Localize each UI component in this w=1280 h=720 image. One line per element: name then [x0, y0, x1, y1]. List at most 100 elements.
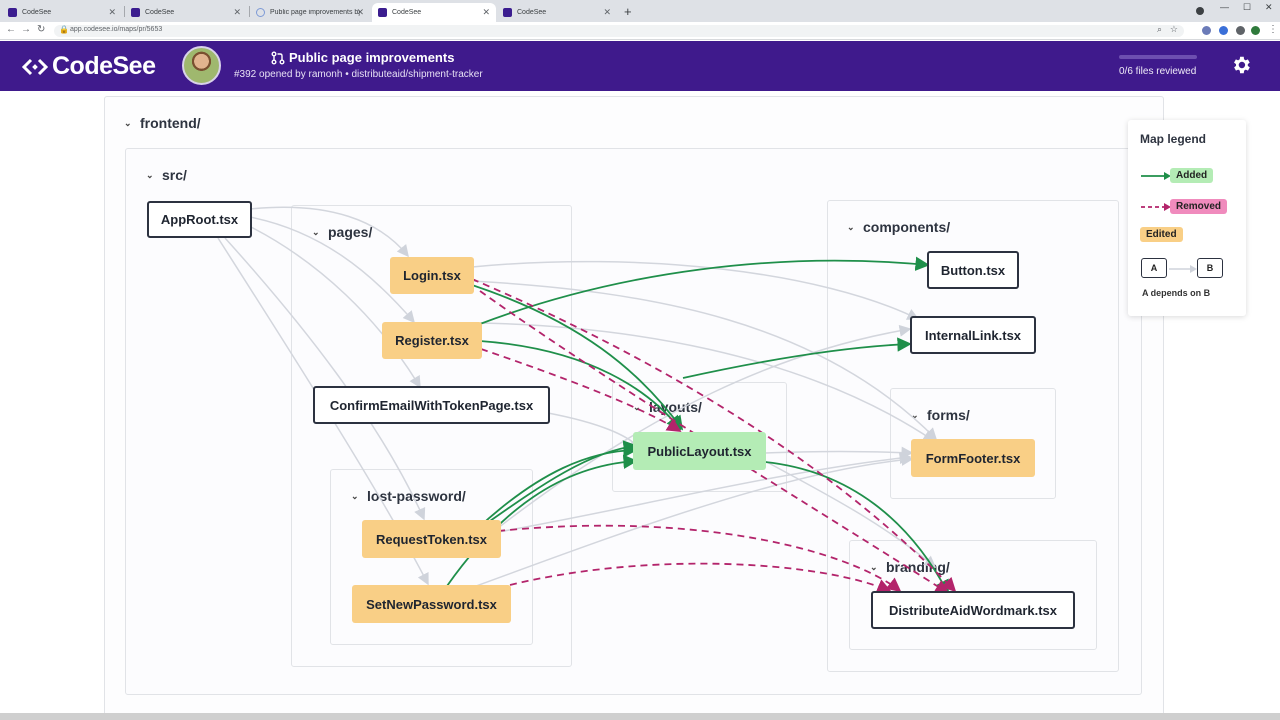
legend-added-arrow-icon [1141, 172, 1171, 180]
legend-node-b: B [1197, 258, 1223, 278]
folder-label-forms[interactable]: ⌄forms/ [911, 407, 970, 423]
file-node-approot[interactable]: AppRoot.tsx [147, 201, 252, 238]
chevron-down-icon[interactable]: ⌄ [124, 117, 132, 128]
extension-icon[interactable] [1202, 26, 1211, 35]
edge-added [471, 284, 684, 431]
kebab-menu-icon[interactable]: ⋮ [1268, 24, 1278, 35]
file-node-internal-link[interactable]: InternalLink.tsx [910, 316, 1036, 354]
edge-added [764, 461, 949, 595]
file-node-login[interactable]: Login.tsx [390, 257, 474, 294]
edge-neutral [471, 280, 938, 441]
codesee-logo[interactable]: CodeSee [22, 52, 156, 81]
edge-added [446, 454, 638, 587]
browser-tab[interactable]: Public page improvements by ra... ✕ [250, 3, 370, 22]
codesee-favicon-icon [378, 8, 387, 17]
chevron-down-icon[interactable]: ⌄ [312, 226, 320, 237]
extension-icon[interactable] [1219, 26, 1228, 35]
edge-neutral [479, 322, 936, 442]
folder-label-lost-password[interactable]: ⌄lost-password/ [351, 488, 466, 504]
close-tab-icon[interactable]: ✕ [233, 7, 241, 17]
edge-removed [471, 278, 957, 593]
puzzle-extensions-icon[interactable] [1236, 26, 1245, 35]
file-node-form-footer[interactable]: FormFooter.tsx [911, 439, 1035, 477]
tab-search-icon[interactable] [1196, 7, 1204, 15]
brand-name: CodeSee [52, 52, 156, 80]
legend-removed-arrow-icon [1141, 203, 1171, 211]
edge-neutral [224, 237, 426, 521]
legend-node-a: A [1141, 258, 1167, 278]
maximize-icon[interactable]: ☐ [1243, 2, 1252, 12]
tab-title: CodeSee [145, 9, 175, 16]
tab-title: CodeSee [392, 9, 422, 16]
chevron-down-icon[interactable]: ⌄ [146, 169, 154, 180]
chevron-down-icon[interactable]: ⌄ [847, 221, 855, 232]
pull-request-icon [271, 51, 285, 64]
avatar[interactable] [182, 46, 221, 85]
edge-added [477, 443, 638, 529]
legend-edited-tag: Edited [1140, 227, 1183, 242]
edge-neutral [764, 460, 937, 568]
legend-depends-arrow-icon [1169, 265, 1197, 273]
minimize-icon[interactable]: — [1220, 2, 1229, 12]
edge-removed [480, 348, 682, 432]
browser-tab[interactable]: CodeSee ✕ [125, 3, 247, 22]
edge-neutral [547, 412, 641, 451]
file-node-confirm-email[interactable]: ConfirmEmailWithTokenPage.tsx [313, 386, 550, 424]
file-node-request-token[interactable]: RequestToken.tsx [362, 520, 501, 558]
map-canvas[interactable]: ⌄frontend/ ⌄src/ ⌄pages/ ⌄lost-password/… [0, 91, 1280, 720]
legend-removed-tag: Removed [1170, 199, 1228, 214]
gear-icon[interactable] [1230, 54, 1252, 76]
browser-tab[interactable]: CodeSee ✕ [2, 3, 122, 22]
folder-label-pages[interactable]: ⌄pages/ [312, 224, 373, 240]
edge-neutral [471, 260, 920, 320]
close-tab-icon[interactable]: ✕ [603, 7, 611, 17]
edge-added [489, 440, 638, 522]
edge-added [479, 256, 930, 325]
legend-title: Map legend [1140, 132, 1207, 146]
zoom-icon[interactable]: ⌕ [1156, 24, 1162, 34]
browser-tab-bar: CodeSee ✕ CodeSee ✕ Public page improvem… [0, 0, 1280, 22]
map-legend: Map legend Added Removed Edited A B A de… [1128, 120, 1246, 316]
new-tab-icon[interactable]: + [624, 4, 632, 19]
bookmark-star-icon[interactable]: ☆ [1169, 24, 1178, 34]
file-node-distributeaid-wordmark[interactable]: DistributeAidWordmark.tsx [871, 591, 1075, 629]
profile-avatar[interactable] [1251, 26, 1260, 35]
files-reviewed-count: 0/6 files reviewed [1119, 66, 1197, 77]
file-node-set-new-password[interactable]: SetNewPassword.tsx [352, 585, 511, 623]
codesee-favicon-icon [8, 8, 17, 17]
close-tab-icon[interactable]: ✕ [108, 7, 116, 17]
legend-added-tag: Added [1170, 168, 1214, 183]
codesee-favicon-icon [131, 8, 140, 17]
lock-icon: 🔒 [59, 25, 69, 34]
file-node-button[interactable]: Button.tsx [927, 251, 1019, 289]
app-header: CodeSee Public page improvements #392 op… [0, 41, 1280, 91]
chevron-down-icon[interactable]: ⌄ [870, 561, 878, 572]
close-tab-icon[interactable]: ✕ [482, 7, 490, 17]
chevron-down-icon[interactable]: ⌄ [911, 409, 919, 420]
folder-label-components[interactable]: ⌄components/ [847, 219, 951, 235]
edge-neutral [764, 446, 914, 459]
chevron-down-icon[interactable]: ⌄ [351, 490, 359, 501]
edge-neutral [249, 216, 415, 324]
folder-label-src[interactable]: ⌄src/ [146, 167, 187, 183]
review-progress-bar [1119, 55, 1197, 59]
loading-favicon-icon [256, 8, 265, 17]
forward-icon[interactable]: → [21, 24, 31, 35]
close-window-icon[interactable]: ✕ [1265, 2, 1273, 12]
edge-added [682, 337, 912, 379]
file-node-register[interactable]: Register.tsx [382, 322, 482, 359]
chevron-down-icon[interactable]: ⌄ [633, 401, 641, 412]
close-tab-icon[interactable]: ✕ [356, 7, 364, 17]
tab-title: CodeSee [517, 9, 547, 16]
horizontal-scrollbar[interactable] [0, 713, 1280, 720]
url-input[interactable]: 🔒 app.codesee.io/maps/pr/5653 ⌕ ☆ [54, 24, 1184, 37]
file-node-public-layout[interactable]: PublicLayout.tsx [633, 432, 766, 470]
browser-tab[interactable]: CodeSee ✕ [497, 3, 617, 22]
edge-neutral [497, 452, 912, 533]
pr-title: Public page improvements [271, 50, 454, 65]
reload-icon[interactable]: ↻ [37, 24, 46, 35]
folder-label-frontend[interactable]: ⌄frontend/ [124, 115, 201, 131]
codesee-favicon-icon [503, 8, 512, 17]
back-icon[interactable]: ← [6, 24, 16, 35]
browser-tab-active[interactable]: CodeSee ✕ [372, 3, 496, 22]
